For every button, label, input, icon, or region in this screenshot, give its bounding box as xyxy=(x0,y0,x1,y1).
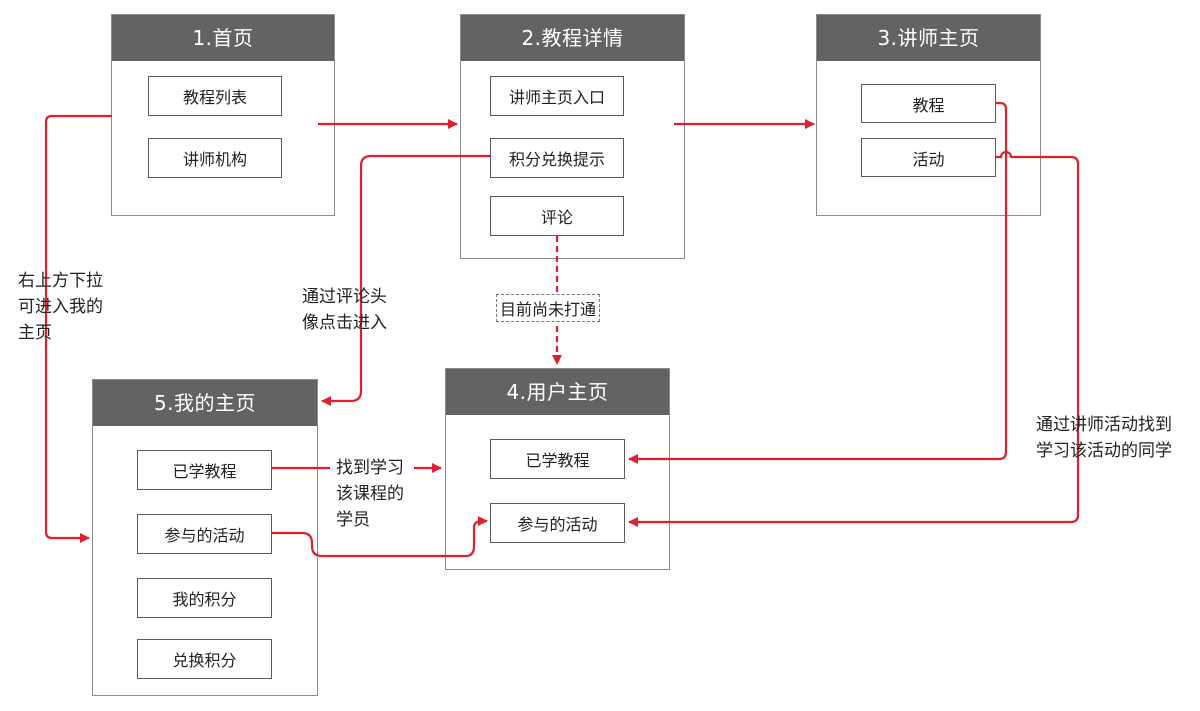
annotation-line: 像点击进入 xyxy=(302,313,387,333)
annotation-line: 通过评论头 xyxy=(302,287,387,307)
myhome-item-exchange-points[interactable]: 兑换积分 xyxy=(137,639,272,679)
home-item-instructor-org[interactable]: 讲师机构 xyxy=(148,138,282,178)
annotation-line: 主页 xyxy=(18,323,52,343)
annotation-line: 右上方下拉 xyxy=(18,271,103,291)
home-item-tutorial-list[interactable]: 教程列表 xyxy=(148,76,282,116)
annotation-via-comment-avatar: 通过评论头 像点击进入 xyxy=(302,284,387,336)
detail-item-points-exchange-tip[interactable]: 积分兑换提示 xyxy=(490,138,624,178)
annotation-via-instructor-activity: 通过讲师活动找到 学习该活动的同学 xyxy=(1036,412,1172,464)
annotation-line: 通过讲师活动找到 xyxy=(1036,415,1172,435)
annotation-pull-down: 右上方下拉 可进入我的 主页 xyxy=(18,268,103,346)
page-title-user-home: 4.用户主页 xyxy=(446,369,669,415)
instructor-item-tutorial[interactable]: 教程 xyxy=(861,84,996,123)
userhome-item-learned-tutorials[interactable]: 已学教程 xyxy=(490,439,625,479)
annotation-line: 该课程的 xyxy=(336,484,404,504)
annotation-not-connected: 目前尚未打通 xyxy=(496,294,601,322)
annotation-line: 可进入我的 xyxy=(18,297,103,317)
myhome-item-my-points[interactable]: 我的积分 xyxy=(137,578,272,618)
page-title-instructor-home: 3.讲师主页 xyxy=(817,15,1040,61)
annotation-line: 学习该活动的同学 xyxy=(1036,441,1172,461)
detail-item-comment[interactable]: 评论 xyxy=(490,196,624,236)
annotation-line: 找到学习 xyxy=(336,458,404,478)
page-title-home: 1.首页 xyxy=(112,15,334,61)
annotation-line: 学员 xyxy=(336,510,370,530)
userhome-item-joined-activities[interactable]: 参与的活动 xyxy=(490,503,625,543)
instructor-item-activity[interactable]: 活动 xyxy=(861,138,996,177)
myhome-item-joined-activities[interactable]: 参与的活动 xyxy=(137,514,272,554)
page-title-my-home: 5.我的主页 xyxy=(93,380,317,426)
myhome-item-learned-tutorials[interactable]: 已学教程 xyxy=(137,450,272,490)
detail-item-instructor-entry[interactable]: 讲师主页入口 xyxy=(490,76,624,116)
page-title-tutorial-detail: 2.教程详情 xyxy=(461,15,684,61)
annotation-find-classmates: 找到学习 该课程的 学员 xyxy=(336,455,404,533)
